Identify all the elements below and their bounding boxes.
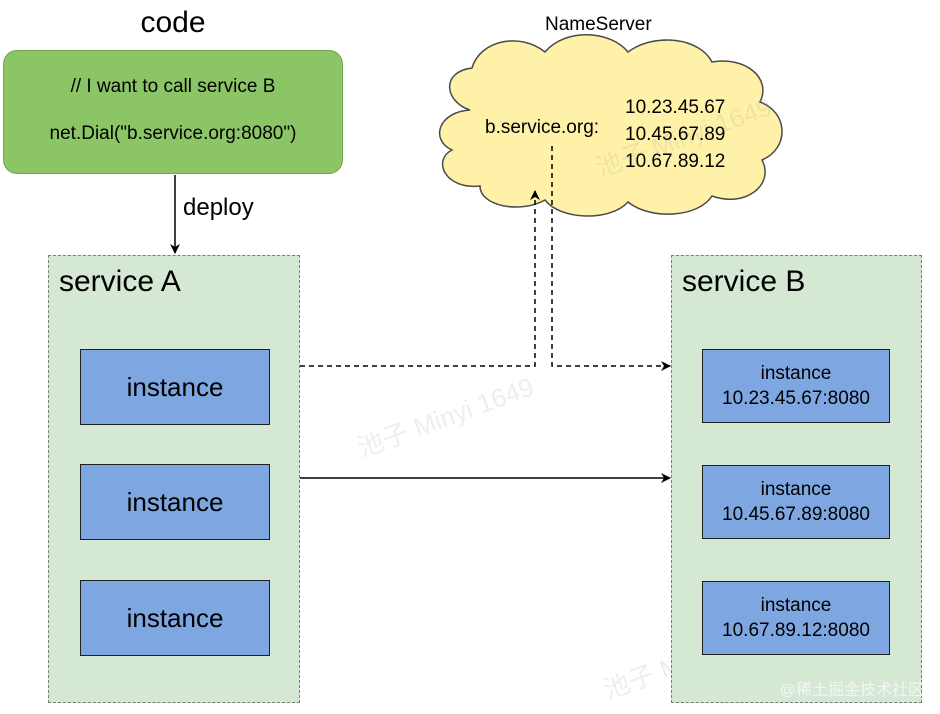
deploy-label: deploy [183, 194, 254, 221]
nameserver-title: NameServer [545, 14, 652, 35]
instance-label: instance [760, 363, 832, 384]
service-b-instance: instance 10.67.89.12:8080 [702, 581, 890, 655]
nameserver-ip-list: 10.23.45.67 10.45.67.89 10.67.89.12 [625, 94, 725, 175]
service-a-instance: instance [80, 580, 270, 656]
instance-label: instance [760, 595, 832, 616]
instance-address: 10.45.67.89:8080 [722, 504, 870, 525]
service-b-instance: instance 10.45.67.89:8080 [702, 465, 890, 539]
service-b-instance: instance 10.23.45.67:8080 [702, 349, 890, 423]
footer-watermark: @稀土掘金技术社区 [779, 682, 924, 699]
service-a-instance: instance [80, 349, 270, 425]
service-b-title: service B [682, 265, 806, 298]
service-a-title: service A [59, 265, 181, 298]
service-b-container: service B instance 10.23.45.67:8080 inst… [671, 255, 922, 703]
instance-label: instance [760, 479, 832, 500]
nameserver-cloud [438, 34, 783, 217]
instance-address: 10.67.89.12:8080 [722, 620, 870, 641]
nameserver-ip: 10.67.89.12 [625, 151, 726, 172]
nameserver-ip: 10.45.67.89 [625, 124, 726, 145]
code-line-dial: net.Dial("b.service.org:8080") [49, 123, 297, 144]
service-a-container: service A instance instance instance [48, 255, 300, 703]
service-a-instance: instance [80, 464, 270, 540]
nameserver-domain: b.service.org: [485, 117, 600, 138]
code-title: code [140, 6, 206, 39]
instance-address: 10.23.45.67:8080 [722, 388, 870, 409]
code-box: // I want to call service B net.Dial("b.… [3, 50, 343, 174]
code-line-comment: // I want to call service B [70, 76, 276, 97]
response-arrow [551, 146, 671, 371]
lookup-arrow [300, 190, 540, 367]
nameserver-ip: 10.23.45.67 [625, 97, 726, 118]
